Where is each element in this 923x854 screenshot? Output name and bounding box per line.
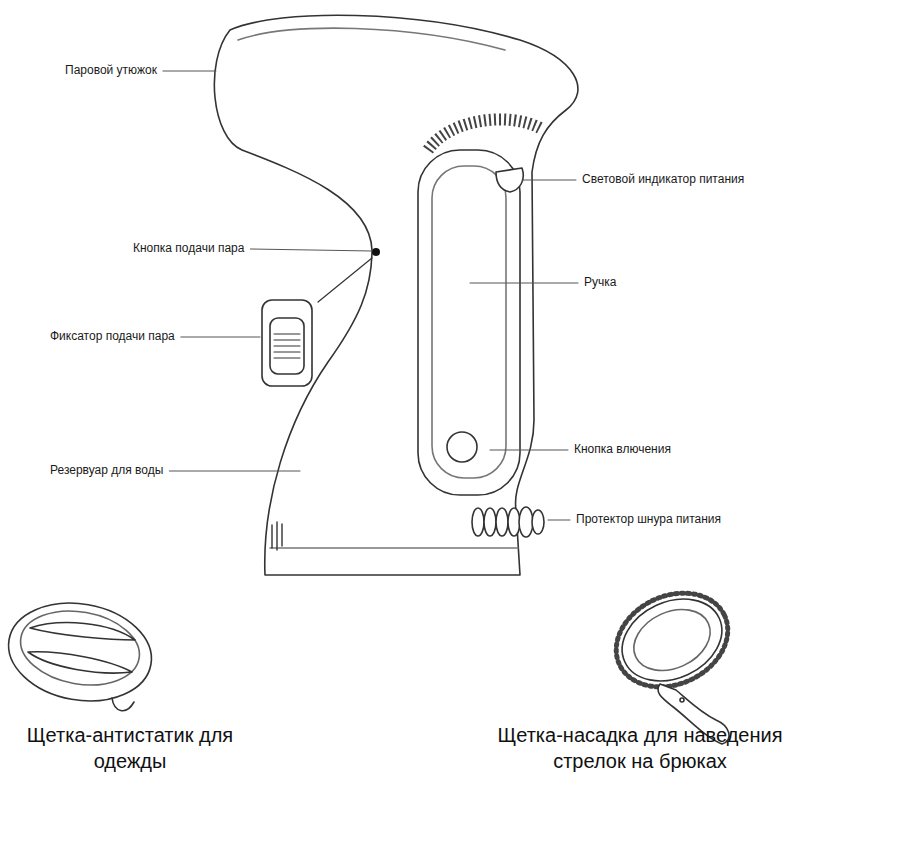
power-indicator: [496, 168, 523, 192]
head-contour: [238, 28, 505, 50]
steam-lock: [262, 300, 312, 386]
handle-inner: [432, 166, 506, 478]
base-line: [270, 547, 518, 549]
leader-line: [470, 283, 578, 284]
leader-line: [548, 520, 570, 521]
handle-outer: [418, 150, 520, 495]
part-label: Фиксатор подачи пара: [50, 329, 175, 343]
leader-line: [163, 71, 216, 72]
part-label: Паровой утюжок: [65, 63, 157, 77]
steamer-body: [214, 15, 578, 575]
power-button: [447, 432, 477, 462]
leader-line: [522, 180, 576, 181]
part-label: Кнопка влючения: [574, 442, 671, 456]
tank-vents: [272, 522, 282, 550]
part-label: Световой индикатор питания: [582, 172, 744, 186]
leader-line: [169, 471, 300, 472]
steam-lock-ribs: [274, 334, 300, 358]
part-label: Ручка: [584, 275, 616, 289]
part-label: Протектор шнура питания: [576, 512, 721, 526]
part-label: Кнопка подачи пара: [133, 241, 244, 255]
knurled-ring: [428, 119, 540, 150]
part-label: Резервуар для воды: [50, 463, 163, 477]
crease-brush: [601, 576, 743, 744]
leader-line: [250, 249, 372, 251]
leader-line: [181, 337, 260, 338]
attachment-caption: Щетка-насадка для наведения стрелок на б…: [462, 722, 818, 774]
cord-protector: [472, 507, 544, 537]
steam-button-dot: [372, 248, 380, 256]
leader-line: [490, 450, 568, 451]
antistatic-brush: [1, 592, 159, 712]
steam-button-leader: [318, 258, 372, 302]
attachment-caption: Щетка-антистатик для одежды: [20, 722, 240, 774]
steam-lock-inner: [270, 318, 304, 374]
